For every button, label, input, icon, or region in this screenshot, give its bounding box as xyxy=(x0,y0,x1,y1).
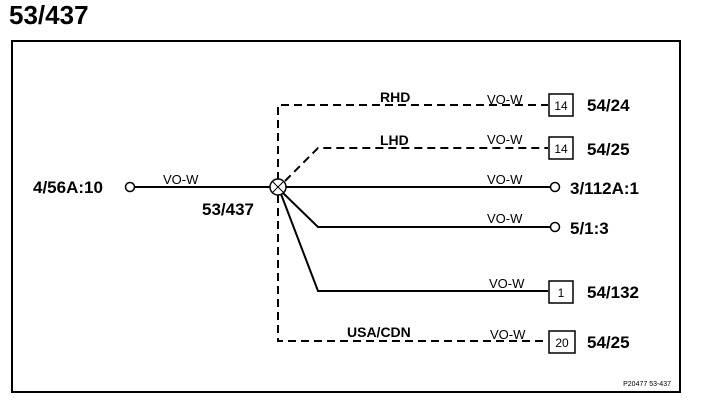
branch-lhd-pin-box xyxy=(548,136,574,160)
branch-lhd-destination: 54/25 xyxy=(587,140,630,159)
splice-point-icon xyxy=(269,178,287,196)
branch-rhd-destination: 54/24 xyxy=(587,96,630,115)
input-wire-color: VO-W xyxy=(163,172,199,187)
branch-4-wire xyxy=(282,192,550,228)
branch-4-destination: 5/1:3 xyxy=(570,219,609,238)
branch-lhd-wire xyxy=(284,147,548,182)
branch-4-wire-color: VO-W xyxy=(487,211,523,226)
branch-lhd-pin: 14 xyxy=(554,142,568,156)
branch-5-destination: 54/132 xyxy=(587,283,639,302)
branch-rhd-group: RHD xyxy=(380,89,410,105)
input-terminal-label: 4/56A:10 xyxy=(33,178,103,197)
branch-4-terminal-connector xyxy=(549,221,561,233)
branch-usa-cdn-wire-color: VO-W xyxy=(490,327,526,342)
diagram-frame xyxy=(11,40,681,393)
branch-5-pin: 1 xyxy=(558,286,565,300)
splice-label: 53/437 xyxy=(202,200,254,219)
branch-rhd-pin-box xyxy=(548,93,574,117)
figure-reference: P20477 53-437 xyxy=(623,381,671,388)
branch-usa-cdn-group: USA/CDN xyxy=(347,324,411,340)
branch-usa-cdn-pin-box xyxy=(548,330,576,354)
branch-lhd-group: LHD xyxy=(380,132,409,148)
branch-lhd-wire-color: VO-W xyxy=(487,132,523,147)
input-terminal-connector xyxy=(124,181,136,193)
page-title: 53/437 xyxy=(9,0,89,30)
branch-3-wire-color: VO-W xyxy=(487,172,523,187)
branch-rhd-wire xyxy=(277,104,548,180)
branch-5-wire xyxy=(280,193,548,292)
branch-rhd-pin: 14 xyxy=(554,99,568,113)
branch-usa-cdn-pin: 20 xyxy=(555,336,569,350)
branch-3-destination: 3/112A:1 xyxy=(570,179,639,198)
branch-3-terminal-connector xyxy=(549,181,561,193)
branch-rhd-wire-color: VO-W xyxy=(487,92,523,107)
branch-5-pin-box xyxy=(548,280,574,304)
branch-5-wire-color: VO-W xyxy=(489,276,525,291)
branch-usa-cdn-wire xyxy=(277,195,548,342)
branch-usa-cdn-destination: 54/25 xyxy=(587,333,630,352)
